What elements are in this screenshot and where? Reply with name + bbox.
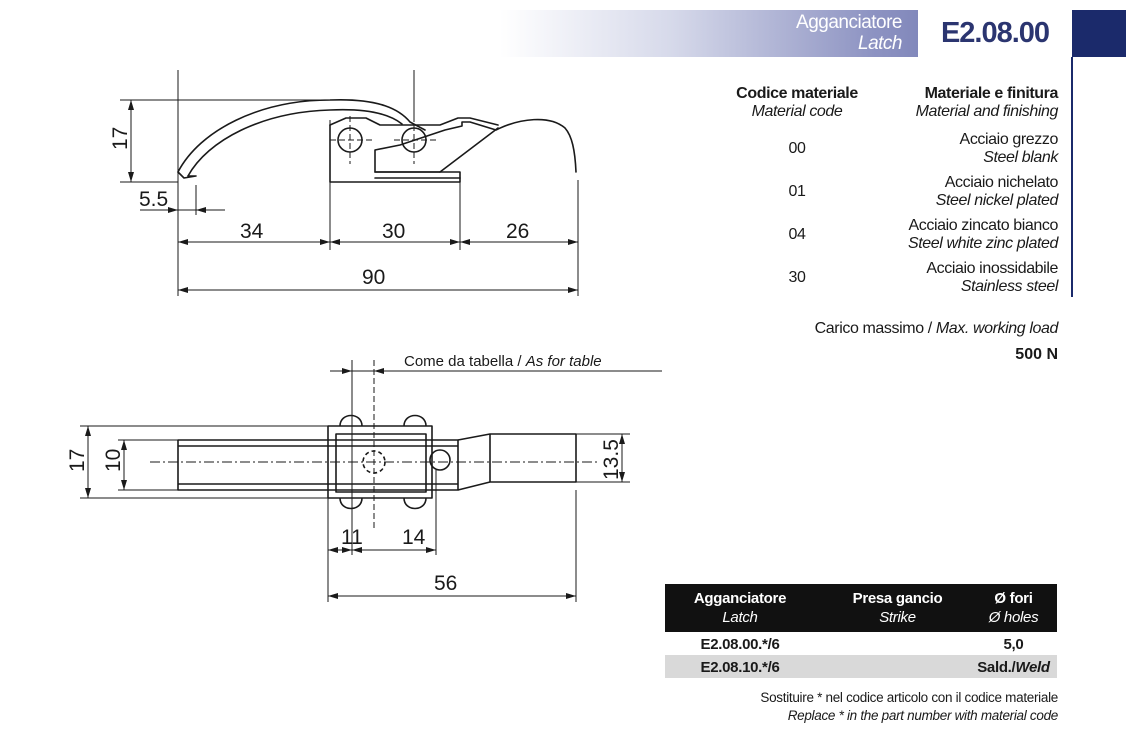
dim-34: 34 <box>240 220 264 243</box>
strike-bracket <box>327 425 433 499</box>
material-code-30: 30 <box>788 269 806 286</box>
material-code-01: 01 <box>788 183 806 200</box>
base-plate <box>177 439 459 491</box>
rivet-bottom-right <box>403 497 427 510</box>
vertical-rule <box>1071 57 1073 297</box>
row-latch-code: E2.08.10.*/6 <box>700 659 780 676</box>
row-holes: 5,0 <box>1003 636 1024 653</box>
dim-14: 14 <box>402 526 426 549</box>
pin-hole <box>429 449 451 471</box>
dim-height-17: 17 <box>109 127 132 150</box>
footnote: Sostituire * nel codice articolo con il … <box>760 690 1058 723</box>
material-code-00: 00 <box>788 140 806 157</box>
title-italian: Agganciatore <box>796 12 902 33</box>
lever-base <box>374 171 461 179</box>
material-code-04: 04 <box>788 226 806 243</box>
dim-26: 26 <box>506 220 529 243</box>
side-view-drawing: 17 5.5 34 30 26 90 <box>109 70 579 296</box>
material-desc-30: Acciaio inossidabile Stainless steel <box>926 260 1058 295</box>
material-finish-header: Materiale e finitura Material and finish… <box>915 85 1059 120</box>
header-holes: Ø fori Ø holes <box>988 590 1039 626</box>
rivet-top-right <box>403 414 427 427</box>
header-strike: Presa gancio Strike <box>852 590 943 626</box>
max-load-label: Carico massimo / Max. working load <box>814 320 1059 337</box>
dim-11: 11 <box>341 526 363 549</box>
table-row: E2.08.00.*/6 5,0 <box>665 632 1057 655</box>
rivet-bottom-left <box>339 497 363 510</box>
latch-arm-outer <box>177 99 426 173</box>
dim-90: 90 <box>362 266 385 289</box>
dim-13-5: 13.5 <box>600 439 623 480</box>
dim-10: 10 <box>102 449 125 472</box>
dim-30: 30 <box>382 220 405 243</box>
header-title: Agganciatore Latch <box>796 12 902 54</box>
table-row: E2.08.10.*/6 Sald./Weld <box>665 655 1057 678</box>
dim-5-5: 5.5 <box>139 188 168 211</box>
bracket-inner <box>335 433 427 493</box>
row-latch-code: E2.08.00.*/6 <box>700 636 780 653</box>
header-accent-block <box>1072 10 1126 57</box>
product-code: E2.08.00 <box>940 17 1050 49</box>
rivet-top-left <box>339 414 363 427</box>
as-for-table-note: Come da tabella / As for table <box>404 353 602 370</box>
latch-hook-tip <box>177 171 197 179</box>
lever-plate-upper <box>329 117 499 126</box>
parts-table-header: Agganciatore Latch Presa gancio Strike Ø… <box>665 584 1057 632</box>
lever-slope <box>439 127 499 173</box>
dim-height-17b: 17 <box>66 449 89 472</box>
row-holes: Sald./Weld <box>977 659 1050 676</box>
title-english: Latch <box>858 33 902 54</box>
material-desc-01: Acciaio nichelato Steel nickel plated <box>935 174 1059 209</box>
dim-56: 56 <box>434 572 457 595</box>
latch-arm-inner <box>187 108 403 177</box>
material-desc-00: Acciaio grezzo Steel blank <box>959 131 1059 166</box>
material-desc-04: Acciaio zincato bianco Steel white zinc … <box>907 217 1058 252</box>
top-view-drawing: 17 10 13.5 11 14 56 Come da tabella / As… <box>66 353 662 602</box>
parts-table: Agganciatore Latch Presa gancio Strike Ø… <box>665 584 1057 678</box>
header-latch: Agganciatore Latch <box>693 590 787 626</box>
max-load-value: 500 N <box>1015 346 1058 363</box>
material-code-header: Codice materiale Material code <box>736 85 858 120</box>
product-code-box: E2.08.00 <box>918 10 1072 57</box>
arm-tail <box>457 433 577 491</box>
lever-plate <box>329 118 577 183</box>
